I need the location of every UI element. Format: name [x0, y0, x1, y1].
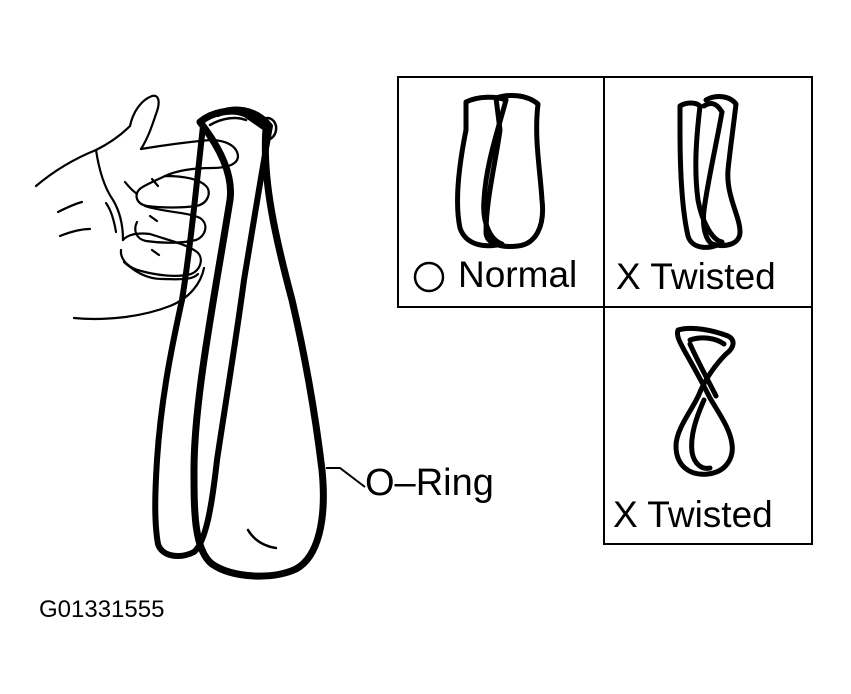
o-ring-label: O–Ring	[365, 462, 494, 504]
normal-circle-icon	[413, 261, 445, 293]
o-ring-loop-icon	[152, 106, 327, 580]
figure-eight-loop-icon	[673, 325, 736, 477]
twisted-panel-bottom	[603, 306, 813, 545]
hand-holding-icon	[34, 94, 240, 321]
twisted-loop-icon	[677, 94, 743, 250]
o-ring-leader-line	[326, 467, 366, 488]
normal-label: Normal	[458, 254, 578, 295]
twisted-label-top: X Twisted	[616, 256, 776, 297]
figure-id: G01331555	[39, 596, 165, 623]
twisted-label-bottom: X Twisted	[613, 494, 773, 535]
panel-frames	[397, 76, 813, 545]
normal-loop-icon	[455, 93, 546, 249]
